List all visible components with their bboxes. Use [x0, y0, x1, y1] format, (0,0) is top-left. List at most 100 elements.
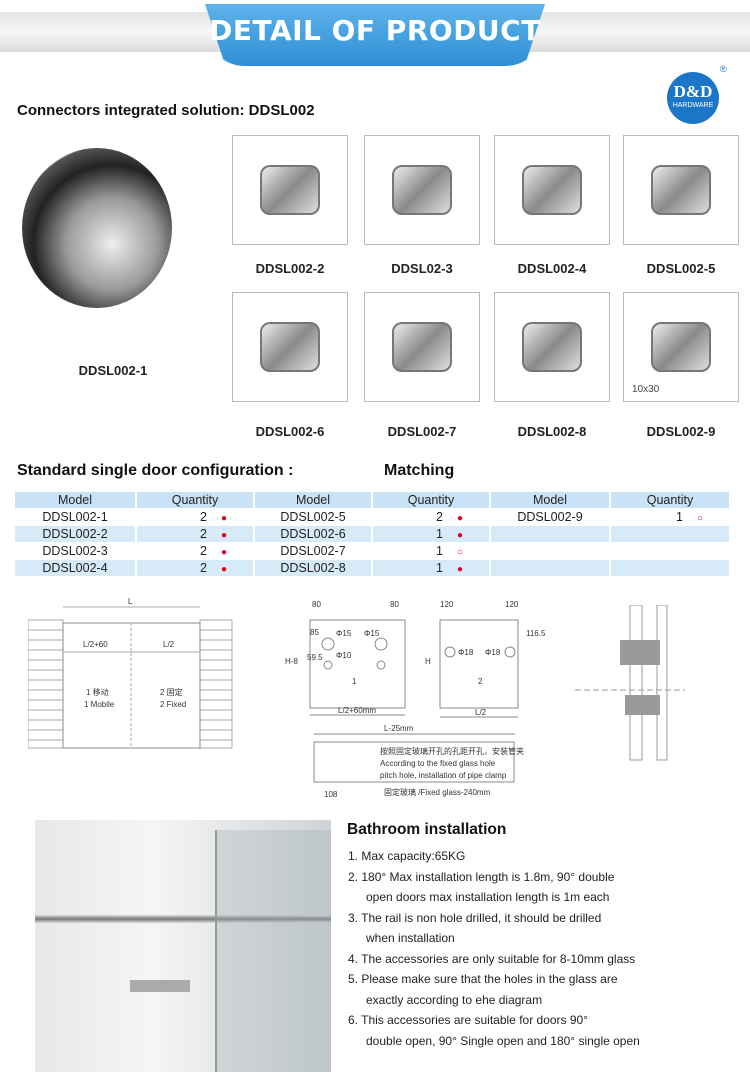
product-label: DDSL002-9 — [646, 424, 716, 439]
col-header: Quantity — [373, 492, 489, 508]
install-line: 5. Please make sure that the holes in th… — [348, 972, 618, 986]
product-image — [232, 292, 348, 402]
install-line: 4. The accessories are only suitable for… — [348, 951, 636, 966]
quantity-cell: 2● — [137, 543, 253, 559]
quantity-value: 2 — [200, 544, 207, 558]
product-label: DDSL002-4 — [517, 261, 587, 276]
model-cell: DDSL002-1 — [42, 510, 108, 524]
quantity-cell: 2● — [137, 560, 253, 576]
page-title: DETAIL OF PRODUCT — [209, 14, 541, 47]
width-2: L/2 — [475, 708, 487, 717]
fixed-label: 2 Fixed — [160, 700, 186, 709]
product-label: DDSL002-7 — [387, 424, 457, 439]
col-header: Model — [15, 492, 135, 508]
install-line: 2. 180° Max installation length is 1.8m,… — [348, 869, 615, 884]
dim-h: H — [425, 657, 431, 666]
product-image: 10x30 — [623, 292, 739, 402]
quantity-value: 2 — [200, 527, 207, 541]
phi18b: Φ18 — [485, 648, 501, 657]
product-image — [623, 135, 739, 245]
install-line: 3. The rail is non hole drilled, it shou… — [348, 910, 602, 925]
install-item: 3. The rail is non hole drilled, it shou… — [348, 908, 640, 949]
dim-80a: 80 — [312, 600, 321, 609]
model-cell: DDSL002-3 — [42, 544, 108, 558]
panel-1: 1 — [352, 677, 357, 686]
mobile-cn: 1 移动 — [86, 687, 109, 697]
bathroom-photo — [35, 820, 331, 1072]
mobile-label: 1 Mobile — [84, 700, 115, 709]
dim-108: 108 — [324, 790, 338, 799]
dim-120a: 120 — [440, 600, 454, 609]
install-item: 2. 180° Max installation length is 1.8m,… — [348, 867, 640, 908]
dim-l25: L-25mm — [384, 724, 414, 733]
dim-left: L/2+60 — [83, 640, 108, 649]
diagram-side-view — [575, 605, 685, 761]
install-line: exactly according to ehe diagram — [366, 992, 543, 1007]
marker-dot-icon: ● — [456, 513, 463, 524]
section-title-config: Standard single door configuration : — [17, 462, 294, 479]
phi10: Φ10 — [336, 651, 352, 660]
phi15b: Φ15 — [364, 629, 380, 638]
marker-dot-icon: ○ — [456, 547, 463, 558]
fixed-glass: 固定玻璃 /Fixed glass-240mm — [384, 787, 491, 797]
logo-brand: D&D — [673, 82, 713, 101]
product-image — [494, 292, 610, 402]
install-title: Bathroom installation — [347, 821, 507, 838]
product-label: DDSL002-1 — [78, 363, 148, 378]
dim-80b: 80 — [390, 600, 399, 609]
quantity-cell: 2● — [137, 509, 253, 525]
width-1: L/2+60mm — [338, 706, 376, 715]
marker-dot-icon: ● — [456, 530, 463, 541]
install-line: when installation — [366, 931, 455, 945]
col-header: Quantity — [611, 492, 729, 508]
marker-dot-icon: ● — [220, 513, 227, 524]
quantity-cell: 1● — [373, 560, 489, 576]
quantity-value: 1 — [676, 510, 683, 524]
quantity-cell: 1○ — [611, 509, 729, 525]
quantity-cell — [611, 543, 729, 559]
dim-h8: H-8 — [285, 657, 298, 666]
quantity-value: 2 — [200, 561, 207, 575]
marker-dot-icon: ● — [220, 547, 227, 558]
section-title-connectors: Connectors integrated solution: DDSL002 — [17, 102, 315, 119]
quantity-cell: 1● — [373, 526, 489, 542]
model-cell: DDSL002-2 — [15, 526, 135, 542]
logo-sub: HARDWARE — [672, 102, 714, 109]
quantity-value: 2 — [200, 510, 207, 524]
table-row: DDSL002-4 2●DDSL002-8 1● — [15, 560, 729, 576]
diagram-door-layout: L L/2+60 L/2 1 移动 1 Mobile 2 固定 2 Fixed — [28, 597, 233, 749]
col-header: Model — [491, 492, 609, 508]
model-cell — [491, 543, 609, 559]
registered-mark: ® — [720, 64, 727, 74]
panel-2: 2 — [478, 677, 483, 686]
fixed-cn: 2 固定 — [160, 687, 183, 697]
model-cell: DDSL002-7 — [280, 544, 346, 558]
product-image — [232, 135, 348, 245]
marker-dot-icon: ● — [220, 564, 227, 575]
product-note: 10x30 — [632, 384, 660, 395]
model-cell: DDSL002-5 — [280, 510, 346, 524]
quantity-cell: 1○ — [373, 543, 489, 559]
product-image-main — [22, 148, 172, 308]
product-shape — [651, 322, 711, 372]
product-label: DDSL002-6 — [255, 424, 325, 439]
diagram-glass-holes: 80 80 85 59.5 Φ15 Φ15 Φ10 H-8 1 L/2+60mm… — [285, 600, 546, 799]
install-line: 6. This accessories are suitable for doo… — [348, 1013, 589, 1027]
marker-dot-icon: ● — [220, 530, 227, 541]
marker-dot-icon: ○ — [696, 513, 703, 524]
install-line: open doors max installation length is 1m… — [366, 890, 610, 904]
quantity-value: 1 — [436, 527, 443, 541]
product-shape — [260, 165, 320, 215]
note-line1: According to the fixed glass hole — [380, 759, 496, 768]
model-cell: DDSL002-9 — [517, 510, 583, 524]
dim-116-5: 116.5 — [526, 629, 546, 638]
product-label: DDSL002-5 — [646, 261, 716, 276]
note-line2: pitch hole, installation of pipe clamp — [380, 771, 507, 780]
product-label: DDSL002-2 — [255, 261, 325, 276]
quantity-cell — [611, 560, 729, 576]
dim-85: 85 — [310, 628, 319, 637]
product-image — [364, 292, 480, 402]
product-shape — [522, 165, 582, 215]
